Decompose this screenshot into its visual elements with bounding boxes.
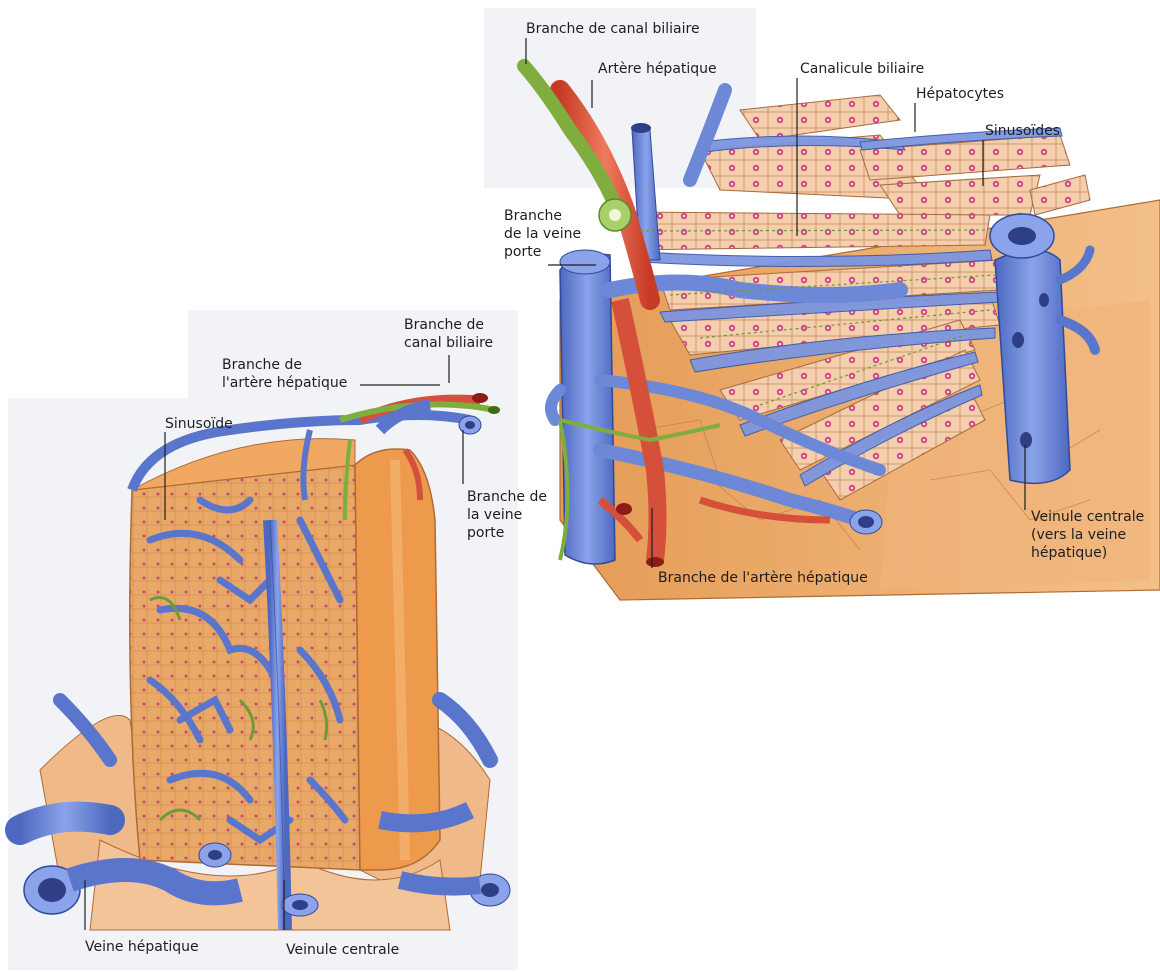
left-lobule-illustration bbox=[20, 393, 510, 930]
label-left-branche-artere-hepatique: Branche de l'artère hépatique bbox=[222, 356, 362, 392]
label-right-artere-hepatique: Artère hépatique bbox=[598, 60, 717, 78]
label-line: l'artère hépatique bbox=[222, 374, 362, 392]
label-left-veine-hepatique: Veine hépatique bbox=[85, 938, 199, 956]
label-line: de la veine bbox=[504, 225, 584, 243]
label-right-sinusoides: Sinusoïdes bbox=[985, 122, 1060, 140]
label-right-hepatocytes: Hépatocytes bbox=[916, 85, 1004, 103]
label-left-sinusoide: Sinusoïde bbox=[165, 415, 233, 433]
label-left-branche-veine-porte: Branche de la veine porte bbox=[467, 488, 557, 542]
label-line: Veinule centrale bbox=[1031, 508, 1159, 526]
label-right-veinule-centrale: Veinule centrale (vers la veine hépatiqu… bbox=[1031, 508, 1159, 562]
label-line: canal biliaire bbox=[404, 334, 504, 352]
label-line: porte bbox=[504, 243, 584, 261]
label-line: Branche de bbox=[222, 356, 362, 374]
label-line: Branche bbox=[504, 207, 584, 225]
label-line: la veine porte bbox=[467, 506, 557, 542]
label-line: Branche de bbox=[404, 316, 504, 334]
label-left-branche-canal-biliaire: Branche de canal biliaire bbox=[404, 316, 504, 352]
label-right-branche-artere-hepatique: Branche de l'artère hépatique bbox=[658, 569, 868, 587]
label-left-veinule-centrale: Veinule centrale bbox=[286, 941, 399, 959]
label-right-canalicule-biliaire: Canalicule biliaire bbox=[800, 60, 924, 78]
label-line: Branche de bbox=[467, 488, 557, 506]
label-line: (vers la veine bbox=[1031, 526, 1159, 544]
label-right-branche-veine-porte: Branche de la veine porte bbox=[504, 207, 584, 261]
label-right-branche-canal-biliaire: Branche de canal biliaire bbox=[526, 20, 700, 38]
label-line: hépatique) bbox=[1031, 544, 1159, 562]
